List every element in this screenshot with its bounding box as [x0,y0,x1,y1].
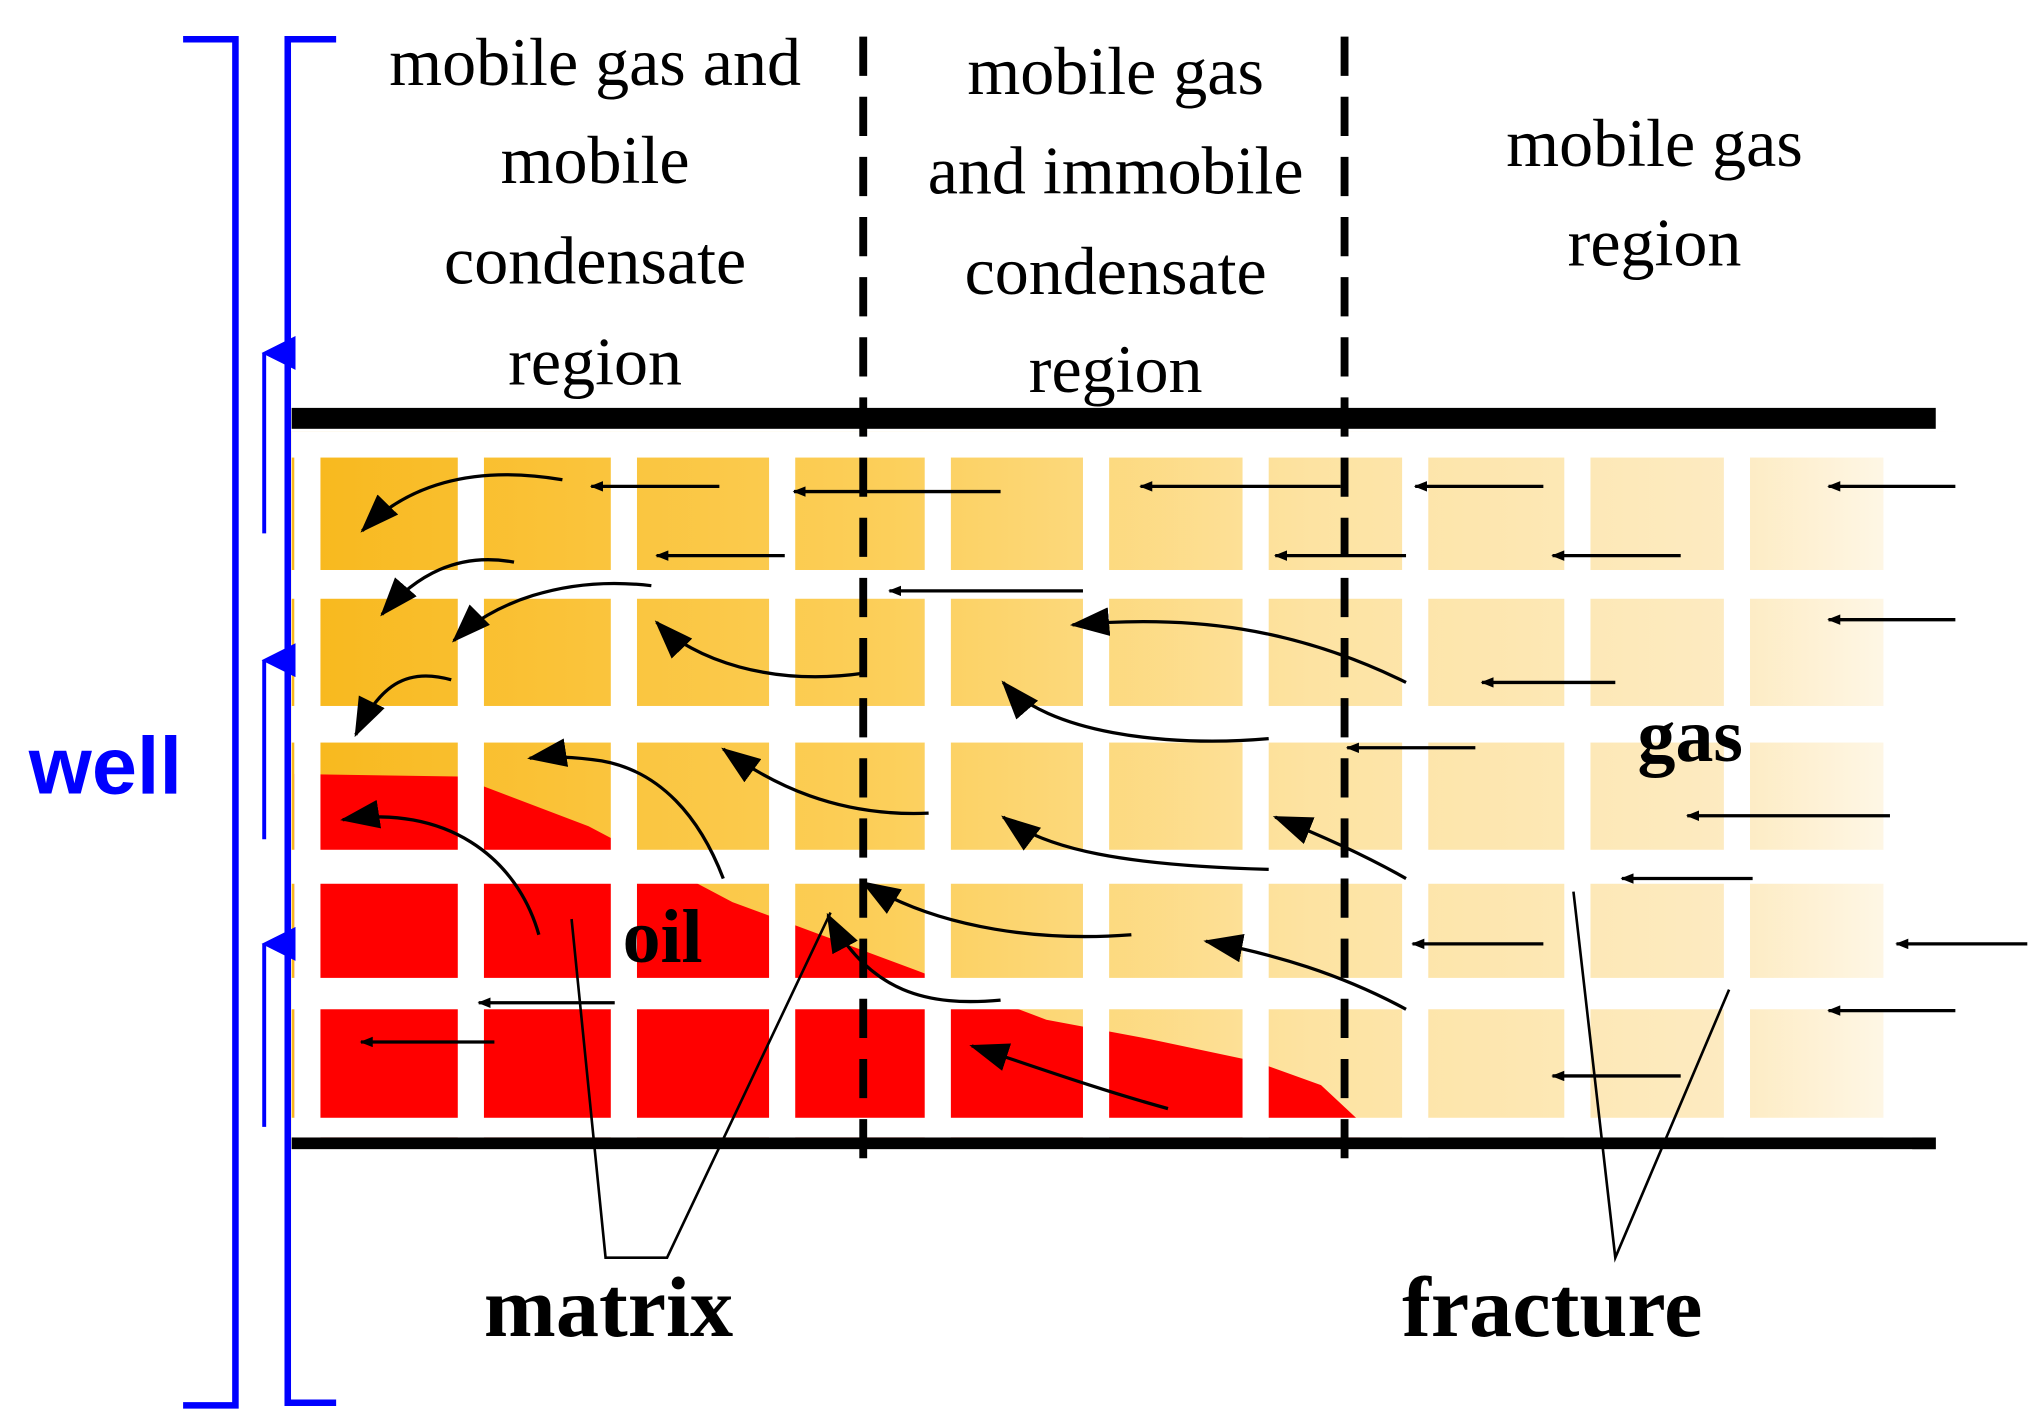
fracture-vertical-9 [1564,431,1591,1138]
flow-curve-4 [354,674,452,738]
matrix-callout: matrix [484,911,832,1355]
region-1-line-2: mobile [501,122,690,198]
fracture-vertical-5 [924,431,951,1138]
reservoir-bottom-boundary [291,1137,1936,1150]
fracture-leader-lines [1572,891,1731,1263]
region-label-mobile-gas: mobile gas region [1506,105,1803,280]
flow-curve-1 [360,473,563,533]
flow-curve-10 [721,747,929,816]
well-inner-bracket [284,35,337,1407]
fracture-grid [291,431,1992,1138]
flow-curve-9 [340,799,541,936]
region-label-immobile-condensate: mobile gas and immobile condensate regio… [928,33,1304,407]
well-outer-bracket [183,35,239,1409]
flow-curve-5 [1069,607,1407,684]
well-label: well [28,722,182,812]
flow-curve-12 [1272,815,1407,880]
flow-curve-14 [826,912,1001,1004]
flow-curve-2 [380,558,515,617]
region-1-line-1: mobile gas and [389,24,801,100]
fracture-horizontal-2 [291,570,1992,599]
fracture-callout: fracture [1402,891,1731,1355]
fracture-horizontal-5 [291,977,1992,1010]
flow-curve-11 [1001,815,1269,872]
gas-label: gas [1638,694,1743,778]
region-2-line-1: mobile gas [967,33,1264,109]
region-1-line-3: condensate [444,223,746,299]
well-assembly: well [28,35,337,1409]
flow-curve-8 [527,738,725,880]
fracture-horizontal-6 [291,1117,1992,1138]
reservoir-top-boundary [291,407,1936,429]
fracture-vertical-1 [294,431,321,1138]
matrix-leader-lines [570,911,832,1259]
fracture-vertical-7 [1242,431,1269,1138]
region-2-line-3: condensate [965,233,1267,309]
region-3-line-1: mobile gas [1506,105,1803,181]
fracture-vertical-6 [1082,431,1110,1138]
fracture-vertical-8 [1402,431,1429,1138]
flow-curve-3 [452,581,652,643]
region-2-line-4: region [1029,331,1203,407]
fracture-label: fracture [1402,1259,1702,1355]
region-label-mobile-gas-and-condensate: mobile gas and mobile condensate region [389,24,801,399]
region-2-line-2: and immobile [928,133,1304,209]
region-1-line-4: region [508,323,682,399]
flow-arrows [340,473,2028,1111]
fracture-vertical-10 [1723,431,1751,1138]
fracture-vertical-11 [1883,431,1992,1138]
region-3-line-2: region [1568,204,1742,280]
flow-curve-15 [1203,933,1407,1011]
fracture-horizontal-1 [291,431,1992,458]
flow-curve-16 [969,1043,1169,1111]
flow-curve-6 [654,620,864,679]
flow-curve-7 [1001,680,1269,743]
oil-label: oil [623,895,703,979]
flow-curve-13 [861,881,1132,939]
fracture-vertical-3 [610,431,637,1138]
fracture-vertical-2 [457,431,484,1138]
matrix-label: matrix [484,1259,733,1355]
